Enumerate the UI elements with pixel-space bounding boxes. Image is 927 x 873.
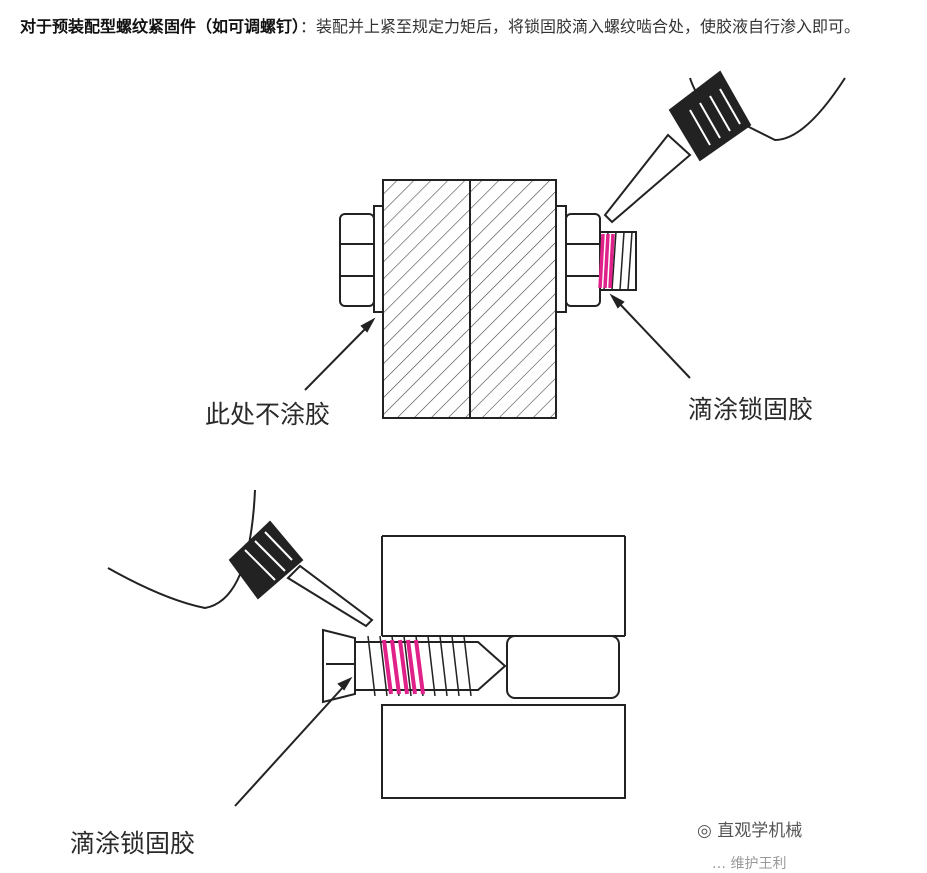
wechat-icon: ◎ — [697, 821, 718, 841]
watermark-partial: … 维护王利 — [712, 856, 787, 872]
top-glue-bottle — [603, 70, 846, 224]
bolt-head — [339, 213, 375, 307]
label-no-glue: 此处不涂胶 — [205, 400, 331, 429]
bottom-arrow — [234, 676, 353, 807]
bottom-glue-bottle — [107, 489, 374, 628]
intro-paragraph: 对于预装配型螺纹紧固件（如可调螺钉）：装配并上紧至规定力矩后，将锁固胶滴入螺纹啮… — [20, 12, 910, 42]
watermark: ◎ 直观学机械 — [697, 816, 802, 841]
top-bolt-assembly — [339, 179, 637, 419]
nut — [565, 213, 601, 307]
label-drip-glue-top: 滴涂锁固胶 — [688, 395, 814, 424]
top-glue-band — [598, 233, 615, 289]
intro-bold-heading: 对于预装配型螺纹紧固件（如可调螺钉） — [20, 17, 301, 36]
lower-block — [381, 704, 626, 799]
label-drip-glue-bottom: 滴涂锁固胶 — [70, 829, 196, 858]
upper-block — [381, 535, 626, 637]
bore-hole — [506, 635, 620, 699]
right-plate — [469, 179, 557, 419]
right-washer — [555, 205, 567, 313]
watermark-text: 直观学机械 — [717, 821, 803, 841]
intro-body-text: ：装配并上紧至规定力矩后，将锁固胶滴入螺纹啮合处，使胶液自行渗入即可。 — [300, 17, 861, 36]
top-arrows — [304, 293, 691, 391]
bottom-screw-assembly — [322, 535, 626, 799]
bottom-glue-band — [382, 639, 425, 695]
left-plate — [382, 179, 471, 419]
left-washer — [373, 205, 384, 313]
